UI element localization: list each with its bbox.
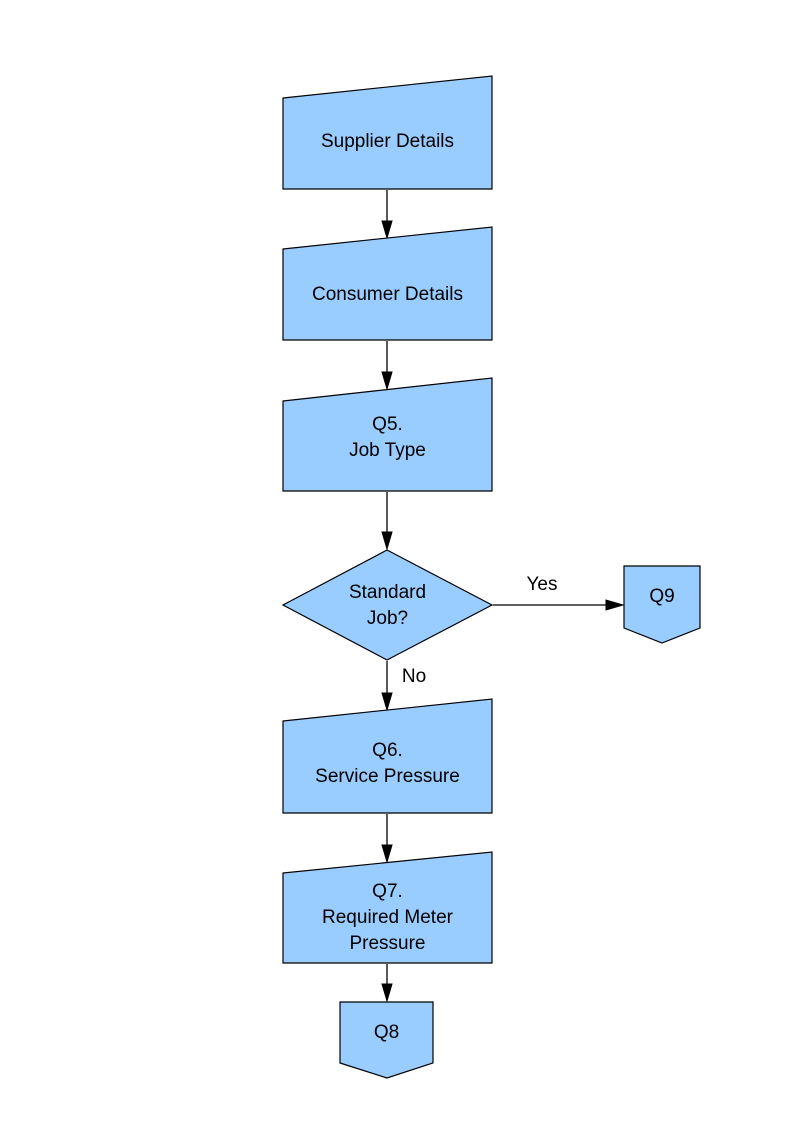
node-q5-job-type <box>282 377 493 492</box>
arrowhead-icon <box>381 371 393 391</box>
arrowhead-icon <box>605 599 625 611</box>
node-q7-required-meter-pressure <box>282 851 493 964</box>
arrow-supplier-to-consumer <box>381 190 393 240</box>
node-consumer-details <box>282 226 493 341</box>
arrow-decision-to-q6-no <box>381 661 393 712</box>
node-standard-job-decision <box>281 549 494 661</box>
node-supplier-details <box>282 75 493 190</box>
arrow-q5-to-decision <box>381 492 393 551</box>
arrowhead-icon <box>381 692 393 712</box>
arrow-q7-to-q8 <box>381 964 393 1003</box>
arrow-q6-to-q7 <box>381 814 393 864</box>
arrowhead-icon <box>381 844 393 864</box>
node-q8-offpage-connector <box>339 1001 434 1079</box>
node-q6-service-pressure <box>282 698 493 814</box>
arrowhead-icon <box>381 983 393 1003</box>
arrow-decision-to-q9-yes <box>493 599 625 611</box>
arrowhead-icon <box>381 220 393 240</box>
node-q9-offpage-connector <box>623 565 701 644</box>
arrow-consumer-to-q5 <box>381 341 393 391</box>
arrowhead-icon <box>381 531 393 551</box>
